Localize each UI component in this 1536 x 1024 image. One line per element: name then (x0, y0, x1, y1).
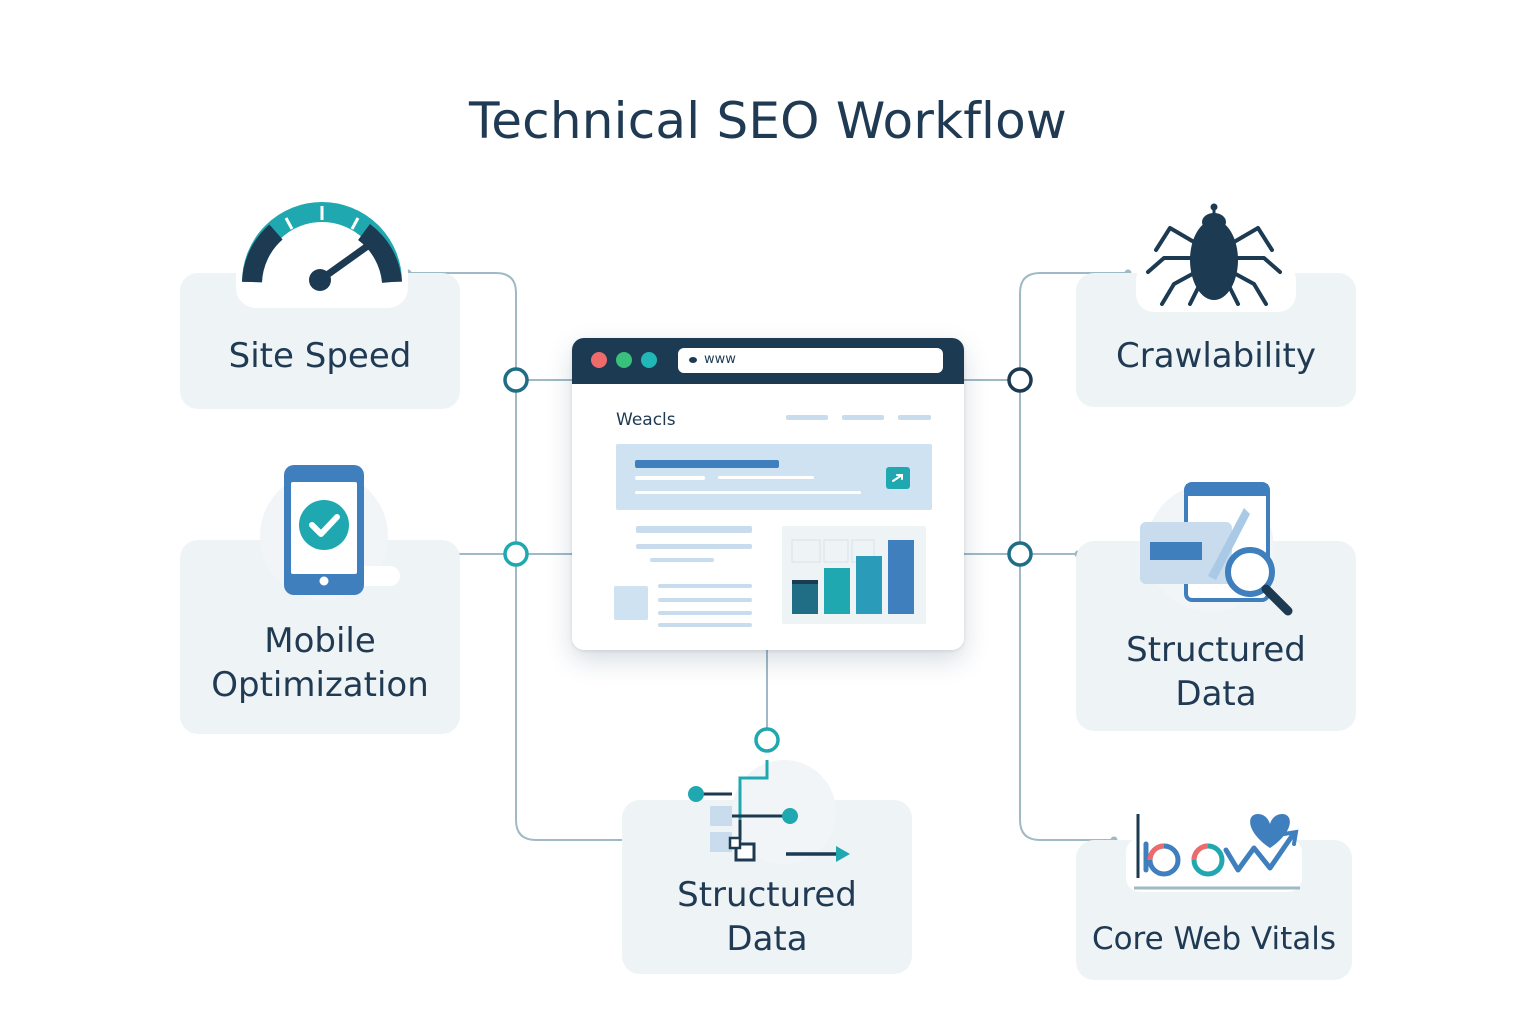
web-vitals-heart-icon (1124, 808, 1304, 894)
nav-placeholder (898, 415, 931, 420)
junction-bottom (754, 727, 780, 753)
close-dot-icon[interactable] (591, 352, 607, 368)
mini-chart-bar (824, 568, 850, 614)
mini-chart-bar (888, 540, 914, 614)
card-magnifier-icon (1116, 480, 1300, 620)
nav-placeholder (842, 415, 884, 420)
text-placeholder (636, 544, 752, 549)
url-bullet-icon (689, 357, 697, 363)
hero-text-placeholder (718, 476, 814, 479)
browser-window: www Weacls (572, 338, 964, 650)
hero-heading-placeholder (635, 460, 779, 468)
structured-data-bottom-label-line2: Data (726, 919, 808, 959)
hero-text-placeholder (635, 491, 861, 494)
structured-data-right-label-line2: Data (1175, 674, 1257, 714)
hero-action-icon[interactable] (886, 467, 910, 489)
mini-chart-bar (792, 580, 818, 614)
structured-data-right-label-line1: Structured (1126, 630, 1306, 670)
junction-left-mid (503, 541, 529, 567)
junction-right-mid (1007, 541, 1033, 567)
text-placeholder (650, 558, 714, 562)
image-placeholder (614, 586, 648, 620)
text-placeholder (658, 598, 752, 602)
mini-chart-panel (782, 526, 926, 624)
core-web-vitals-label: Core Web Vitals (1091, 921, 1337, 957)
spider-icon (1134, 200, 1298, 312)
text-placeholder (658, 611, 752, 615)
site-name: Weacls (616, 410, 676, 430)
text-placeholder (636, 526, 752, 533)
address-text: www (704, 352, 736, 367)
page-title: Technical SEO Workflow (468, 92, 1068, 150)
mini-chart-bar (856, 556, 882, 614)
hero-text-placeholder (635, 476, 705, 480)
minimize-dot-icon[interactable] (616, 352, 632, 368)
text-placeholder (658, 623, 752, 627)
structured-data-bottom-label-line1: Structured (677, 875, 857, 915)
junction-right-top (1007, 367, 1033, 393)
text-placeholder (658, 584, 752, 588)
maximize-dot-icon[interactable] (641, 352, 657, 368)
speedometer-icon (236, 196, 408, 312)
nav-placeholder (786, 415, 828, 420)
mobile-optimization-label-line1: Mobile (264, 621, 376, 661)
crawlability-label: Crawlability (1115, 336, 1316, 376)
smartphone-check-icon (240, 462, 406, 604)
junction-left-top (503, 367, 529, 393)
mobile-optimization-label-line2: Optimization (211, 665, 429, 705)
flow-diagram-icon (684, 760, 856, 870)
browser-toolbar: www (572, 338, 964, 384)
address-bar[interactable]: www (678, 348, 943, 373)
site-speed-label: Site Speed (228, 336, 412, 376)
